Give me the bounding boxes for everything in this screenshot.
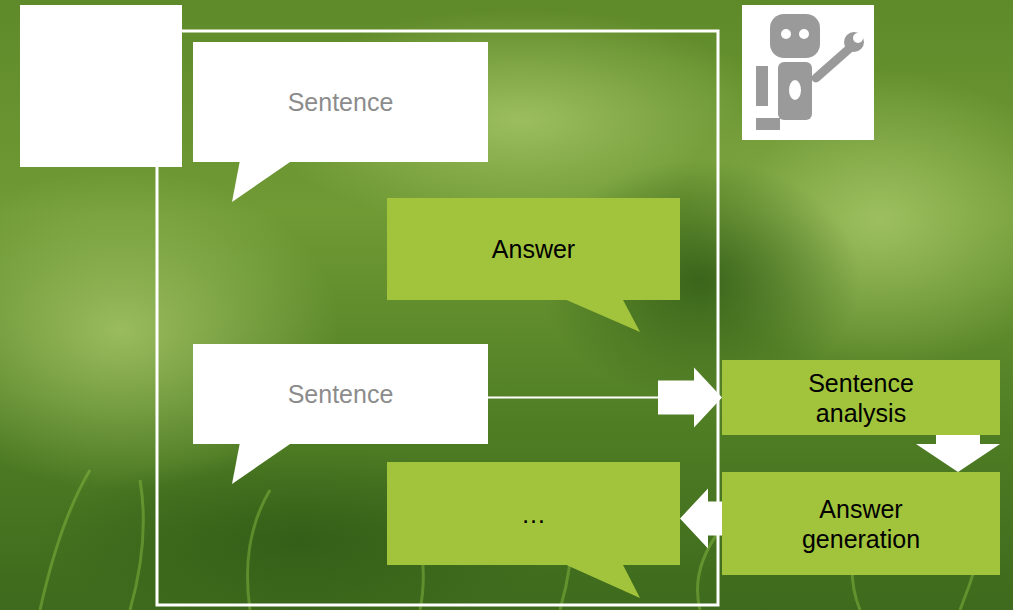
conversation-frame xyxy=(157,31,718,605)
bubble-tail-shape xyxy=(562,298,640,332)
user-speech-bubble: Sentence xyxy=(193,344,488,444)
robot-icon xyxy=(742,5,874,140)
user-speech-bubble: Sentence xyxy=(193,42,488,162)
block-arrow xyxy=(916,435,1000,472)
node-text: Sentence xyxy=(288,87,394,117)
bubble-tail xyxy=(193,344,488,504)
node-text: Answer generation xyxy=(776,494,946,554)
node-text: Sentence xyxy=(288,379,394,409)
block-arrow xyxy=(658,368,722,428)
bubble-tail xyxy=(387,198,680,360)
process-box: Sentence analysis xyxy=(722,360,1000,435)
bubble-tail-shape xyxy=(232,160,293,202)
bubble-tail-shape xyxy=(562,563,640,598)
bubble-tail xyxy=(193,42,488,222)
process-box: Answer generation xyxy=(722,472,1000,575)
bubble-tail xyxy=(387,462,680,610)
bot-speech-bubble: Answer xyxy=(387,198,680,300)
flow-arrow xyxy=(680,489,722,549)
block-arrow xyxy=(680,489,722,549)
bubble-tail-shape xyxy=(232,442,293,484)
bot-speech-bubble: … xyxy=(387,462,680,565)
node-text: Answer xyxy=(492,234,575,264)
flow-arrow xyxy=(916,435,1000,472)
node-text: … xyxy=(521,499,546,529)
flow-arrow xyxy=(488,368,722,428)
arrow-lead-line xyxy=(488,397,658,399)
node-text: Sentence analysis xyxy=(776,368,946,428)
